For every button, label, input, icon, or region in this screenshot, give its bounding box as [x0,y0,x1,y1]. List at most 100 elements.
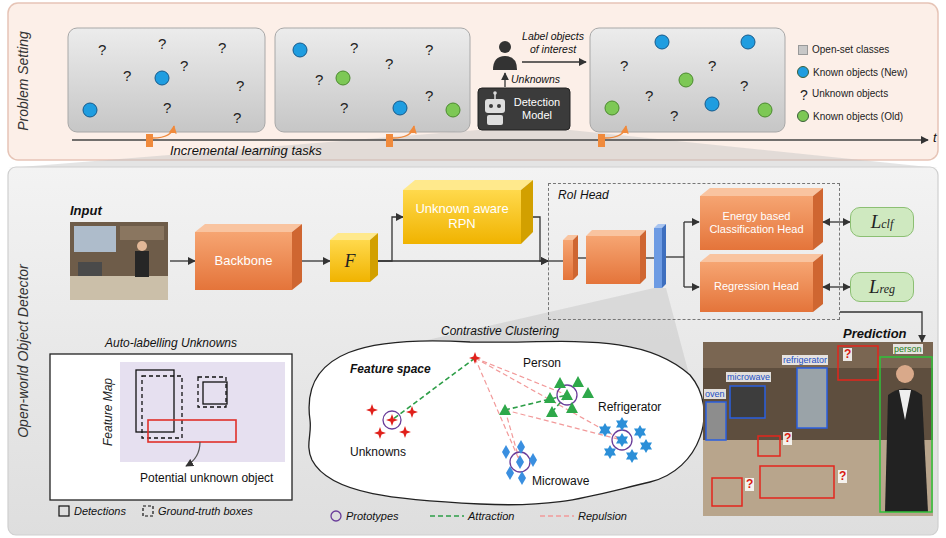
node-label: Input [70,203,102,218]
known-new-dot [705,97,719,111]
roi-layer [662,224,666,288]
detector-band [8,167,938,535]
prediction-photo [703,342,933,516]
roi-layer [563,224,666,288]
roi-wire [684,221,699,222]
prediction-photo [703,342,933,516]
flow-arrow [378,217,403,261]
node-label: Open-world Object Detector [15,264,31,438]
node-label: ? [158,36,166,51]
node-label: ? [98,42,106,57]
input-photo [135,251,149,277]
prediction-photo [899,390,911,420]
microwave-diamond [502,440,537,485]
robot-icon [487,115,503,125]
task-marker [386,134,393,147]
input-photo [70,276,168,300]
prototype-circle [612,430,632,450]
detection-label: microwave [726,372,771,382]
legend-label: Ground-truth boxes [158,505,253,517]
refrigerator-star [626,449,638,463]
unknown-detection-box [712,478,742,506]
prototype-circle [383,385,632,472]
node-label: ? [315,72,323,87]
unknown-mark: ? [783,432,792,445]
leader-arrow [186,442,200,466]
legend-sample-shape [143,506,153,516]
legend-label: Detections [74,505,126,517]
legend-item: Repulsion [540,510,627,522]
legend-sample [430,512,464,520]
task-panel [68,28,785,132]
known-old-dot [679,73,693,87]
flow-arrow [533,217,548,261]
node-label: Feature Map [101,378,115,446]
roi-layer [640,230,646,284]
known-old-dot [758,103,772,117]
refrigerator-star [634,425,646,439]
legend-swatch [798,45,808,55]
roi-wire [578,257,586,258]
block-3d-face [813,188,823,250]
timeline [72,139,928,140]
known-old-dot [446,103,460,117]
legend-item: Open-set classes [798,44,889,55]
task-panel [275,28,470,132]
refrigerator-star [599,423,611,437]
unknown-star [469,352,481,364]
roi-layer [573,235,578,280]
legend-item: Prototypes [330,510,399,522]
unknown-mark: ? [838,470,847,483]
block-3d-face [370,233,378,282]
unknown-detection-box [760,466,834,498]
task-arrow [393,126,414,138]
node-label: Detection Model [506,88,568,130]
known-detection-box [706,368,827,440]
flow-arrow [840,312,922,342]
legend-sample [330,510,342,522]
box-sample [136,370,227,438]
backbone-block: Backbone [195,232,292,290]
legend-item: Known objects (Old) [797,110,903,122]
legend-sample-shape [331,511,341,521]
task-panel [68,28,265,132]
cluster-label: Unknowns [350,445,406,459]
input-image: Input [68,203,170,303]
known-old-dot [336,71,350,85]
node-label: ? [425,88,433,103]
unknown-star [366,404,378,416]
refrigerator-star [640,439,652,453]
refrigerator-star [599,417,652,463]
refrigerator-star [616,433,628,447]
robot-icon [489,104,493,108]
person-triangle [561,389,573,400]
rpn-block: Unknown aware RPN [403,190,521,244]
leader-arrow [186,442,200,466]
roi-wire [548,222,699,287]
feature-map: Feature Map [98,362,285,462]
prediction-photo [730,386,765,418]
node-label: Energy based Classification Head [704,210,809,236]
person-triangle [566,402,578,413]
flow-arrow [170,260,195,261]
unknown-detection-box [712,346,878,506]
prediction-photo [896,365,914,383]
legend-sample-line [540,515,574,517]
annotator-icon [493,41,517,70]
person-triangle [582,387,594,398]
detection-label: oven [704,389,726,399]
task-panel: ?????? [275,28,470,132]
input-photo [137,241,147,251]
node-label: ? [740,78,748,93]
node-label: ? [233,110,241,125]
robot-icon [485,91,505,125]
flow-arrow [823,286,850,287]
node-label: ? [620,58,628,73]
detection-model-shape [478,88,570,130]
roi-layer [586,236,640,284]
box-sample [198,377,226,407]
person-detection-box [880,357,932,512]
input-photo [120,226,164,240]
known-new-dot [393,101,407,115]
person-triangle [572,376,584,387]
